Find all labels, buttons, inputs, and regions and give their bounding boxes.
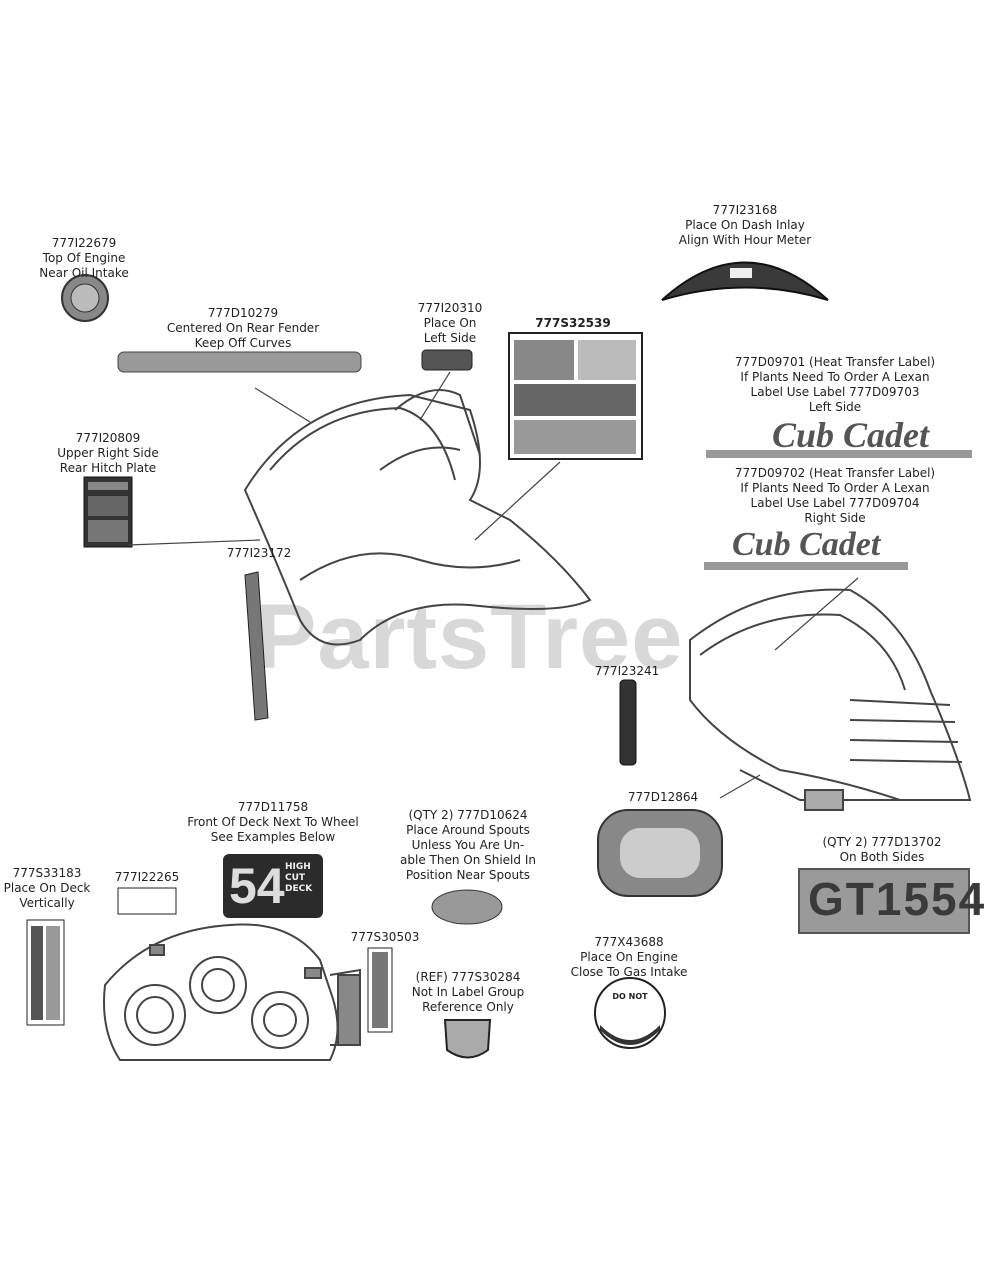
decal-gt1554[interactable]: GT1554: [798, 868, 984, 934]
label-777I23172: 777I23172: [226, 546, 292, 560]
label-777D09701: 777D09701 (Heat Transfer Label)If Plants…: [734, 355, 936, 414]
decal-777X43688[interactable]: [594, 977, 666, 1049]
deck-size-text: 54: [229, 858, 285, 914]
decal-777S33183[interactable]: [26, 919, 65, 1026]
deck-words: HIGH CUT DECK: [285, 862, 313, 894]
watermark: PartsTree: [255, 586, 684, 688]
decal-777I20809[interactable]: [83, 476, 133, 548]
rear-fender-drawing: [243, 389, 592, 646]
gt-model-text: GT1554: [808, 873, 987, 925]
label-777D09702: 777D09702 (Heat Transfer Label)If Plants…: [734, 466, 936, 525]
brand-decal-left[interactable]: Cub Cadet: [772, 415, 930, 455]
decal-777D12864[interactable]: [597, 809, 723, 897]
leader-lines: [127, 371, 859, 799]
label-777I23241: 777I23241: [594, 664, 660, 678]
label-777D12864: 777D12864: [627, 790, 699, 804]
decal-777I22265[interactable]: [117, 887, 177, 915]
decal-777I23172[interactable]: [244, 571, 269, 721]
decal-777I23241[interactable]: [619, 679, 637, 766]
label-777S30503: 777S30503: [350, 930, 420, 944]
decal-777I20310[interactable]: [421, 349, 473, 371]
decal-777I22679[interactable]: [61, 274, 109, 322]
gas-warning-text: DO NOT: [612, 992, 648, 1001]
brand-decal-right[interactable]: Cub Cadet: [732, 526, 881, 563]
brand-underline-left: [706, 450, 972, 458]
decal-777S32539[interactable]: [508, 332, 643, 460]
label-777S32539: 777S32539: [535, 316, 611, 330]
mower-deck-drawing: [103, 923, 361, 1061]
decal-777D10279[interactable]: [117, 351, 362, 373]
decal-54-high-cut-deck[interactable]: 54 HIGH CUT DECK: [223, 854, 323, 918]
decal-777D10624[interactable]: [431, 889, 503, 925]
decal-777S30284[interactable]: [443, 1019, 492, 1059]
label-777I22265: 777I22265: [114, 870, 180, 884]
decal-777I23168[interactable]: [661, 261, 829, 301]
hood-drawing: [689, 588, 972, 811]
decal-777S30503[interactable]: [367, 947, 393, 1033]
brand-underline-right: [704, 562, 908, 570]
